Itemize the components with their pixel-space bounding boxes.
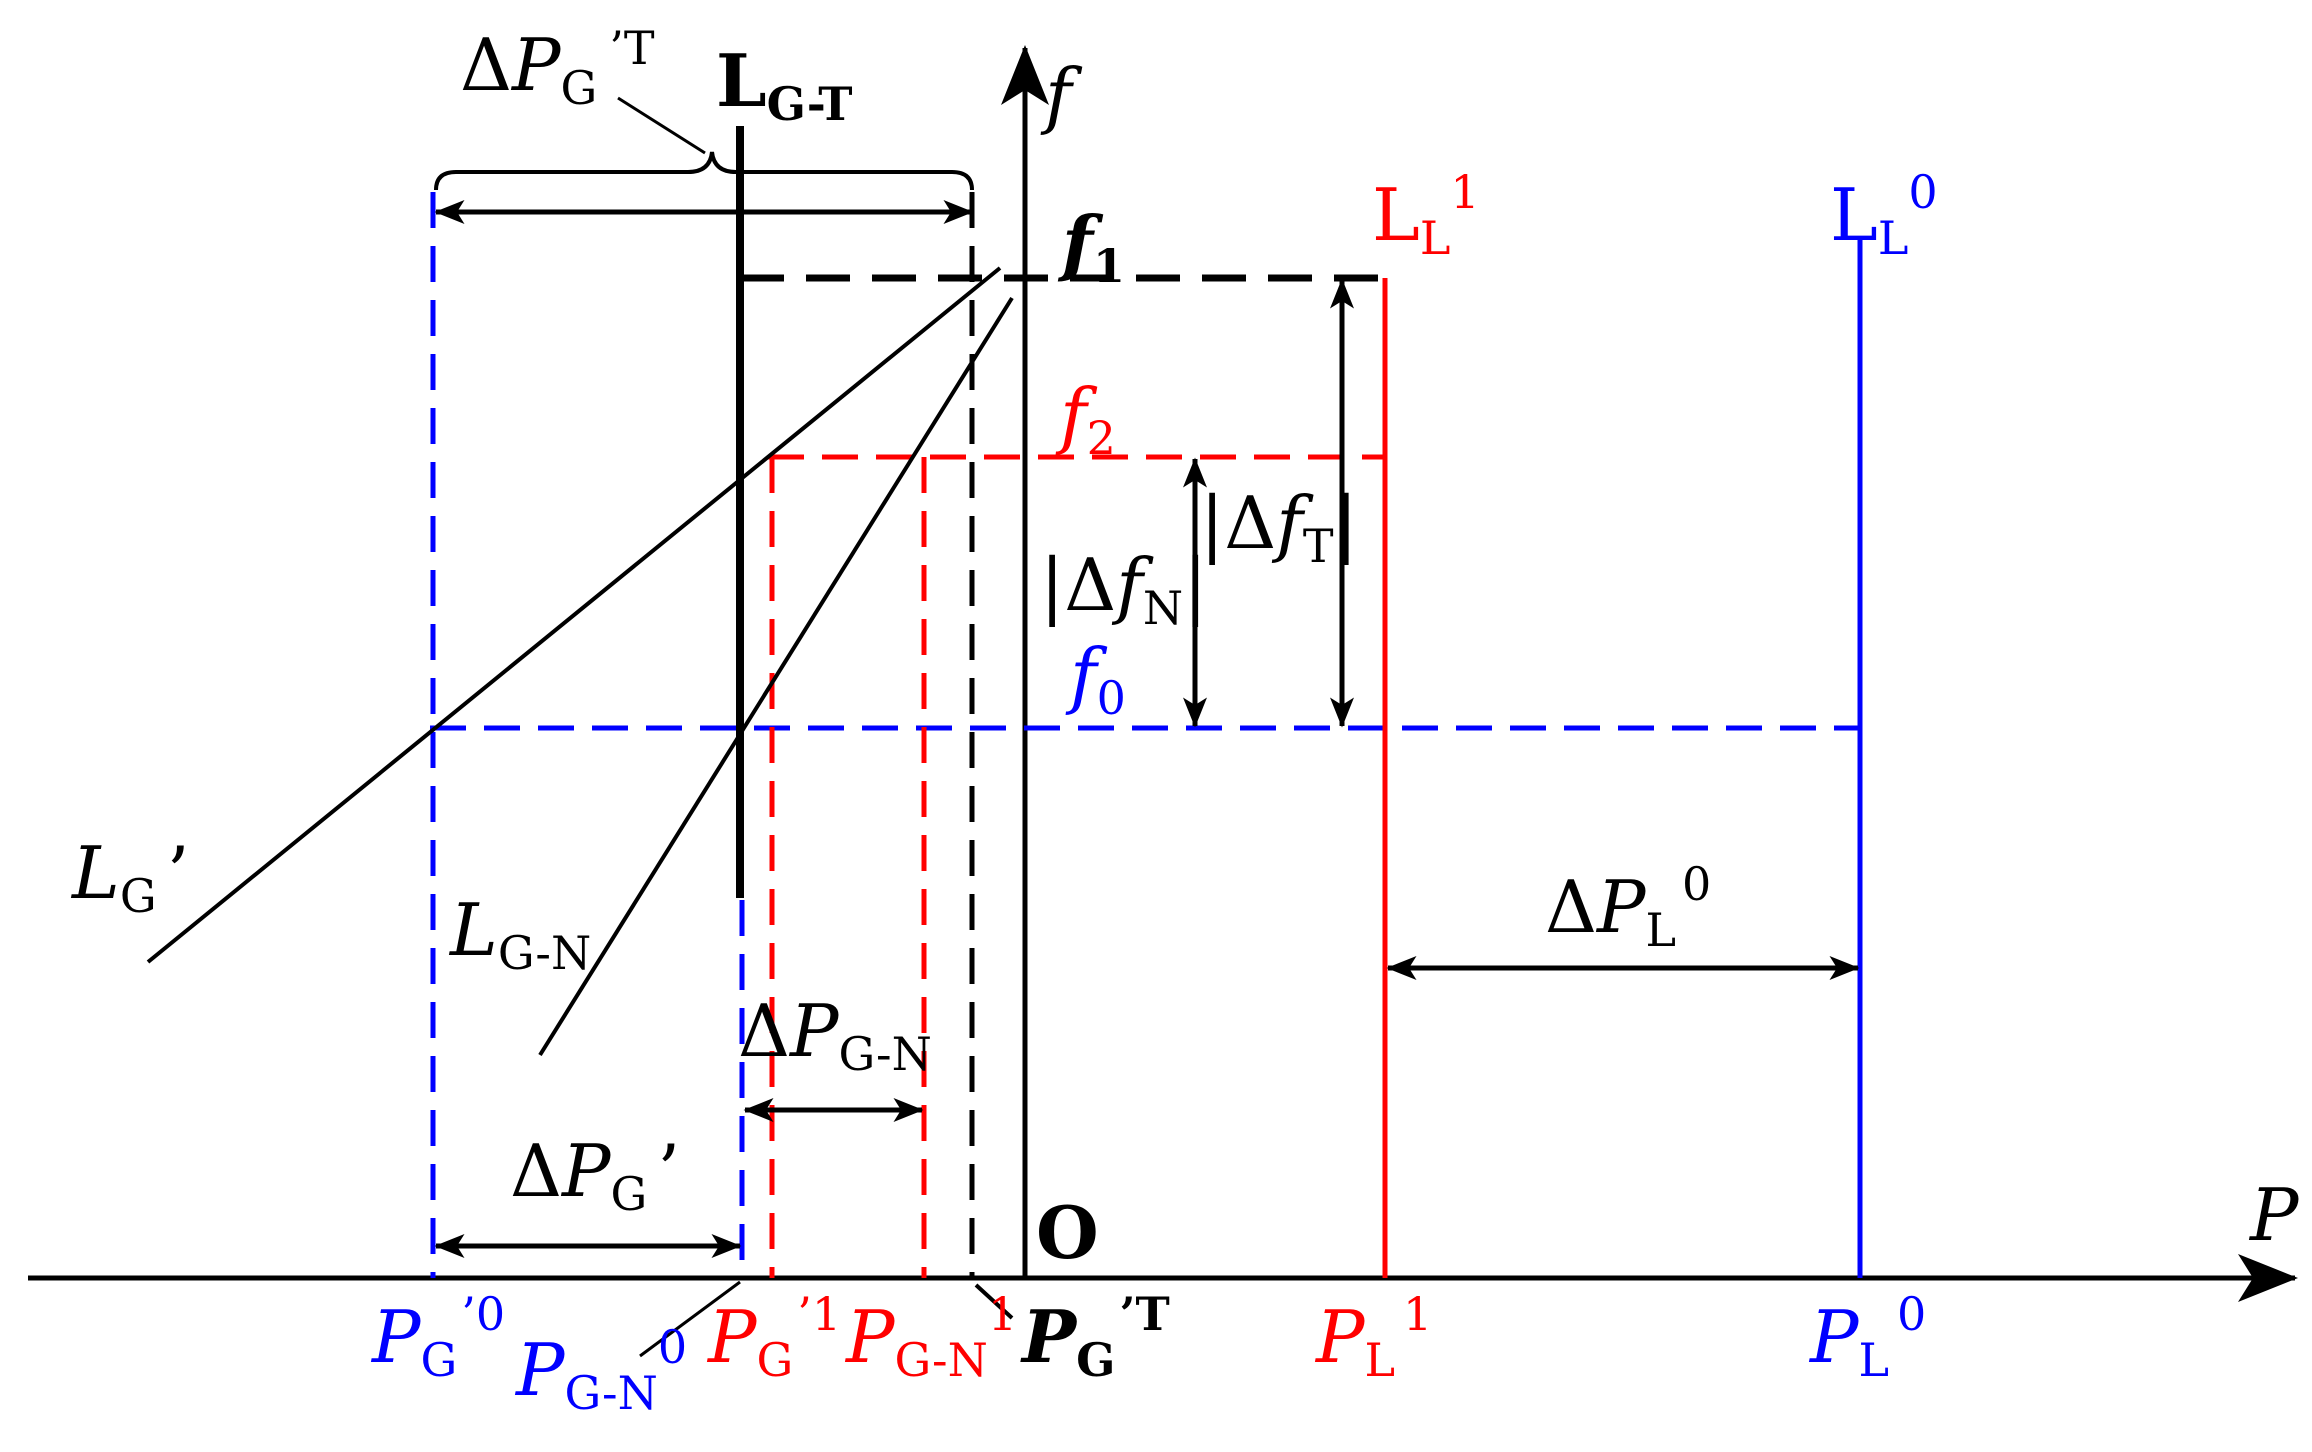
origin-label: O	[1036, 1190, 1099, 1275]
dpg-t-label: ΔPG’T	[460, 21, 655, 115]
p-axis-label: P	[2248, 1173, 2300, 1257]
pgn0-leader	[639, 1280, 741, 1358]
lgn-line	[538, 296, 1014, 1057]
f2-label: f2	[1055, 373, 1116, 465]
f-axis-label: f	[1040, 53, 1083, 137]
lg-prime-label: LG’	[70, 831, 189, 923]
pl1-label: PL1	[1314, 1287, 1432, 1387]
f0-label: f0	[1065, 633, 1126, 725]
dpg-prime-label: ΔPG’	[510, 1129, 680, 1221]
dpgn-label: ΔPG-N	[738, 989, 932, 1081]
lgt-label: LG-T	[716, 38, 852, 131]
pl0-label: PL0	[1808, 1287, 1926, 1387]
df-n-label: |ΔfN|	[1040, 543, 1207, 635]
f1-label: f1	[1057, 200, 1125, 293]
pg1-label: PG’1	[706, 1287, 841, 1387]
pgt-leader	[974, 1283, 1014, 1320]
pgn1-label: PG-N1	[844, 1287, 1017, 1387]
dpl0-label: ΔPL0	[1545, 857, 1711, 957]
dpg-t-leader	[617, 96, 706, 155]
pgn0-label: PG-N0	[514, 1320, 687, 1420]
pg0-label: PG’0	[370, 1287, 505, 1387]
lgn-label: LG-N	[448, 888, 591, 980]
df-t-label: |ΔfT|	[1200, 481, 1358, 573]
pgt-label: PG’T	[1020, 1287, 1170, 1387]
lg-prime-line	[146, 266, 1002, 964]
dpg-t-brace	[434, 151, 974, 191]
ll0-label: LL0	[1830, 165, 1938, 265]
ll1-label: LL1	[1372, 165, 1480, 265]
